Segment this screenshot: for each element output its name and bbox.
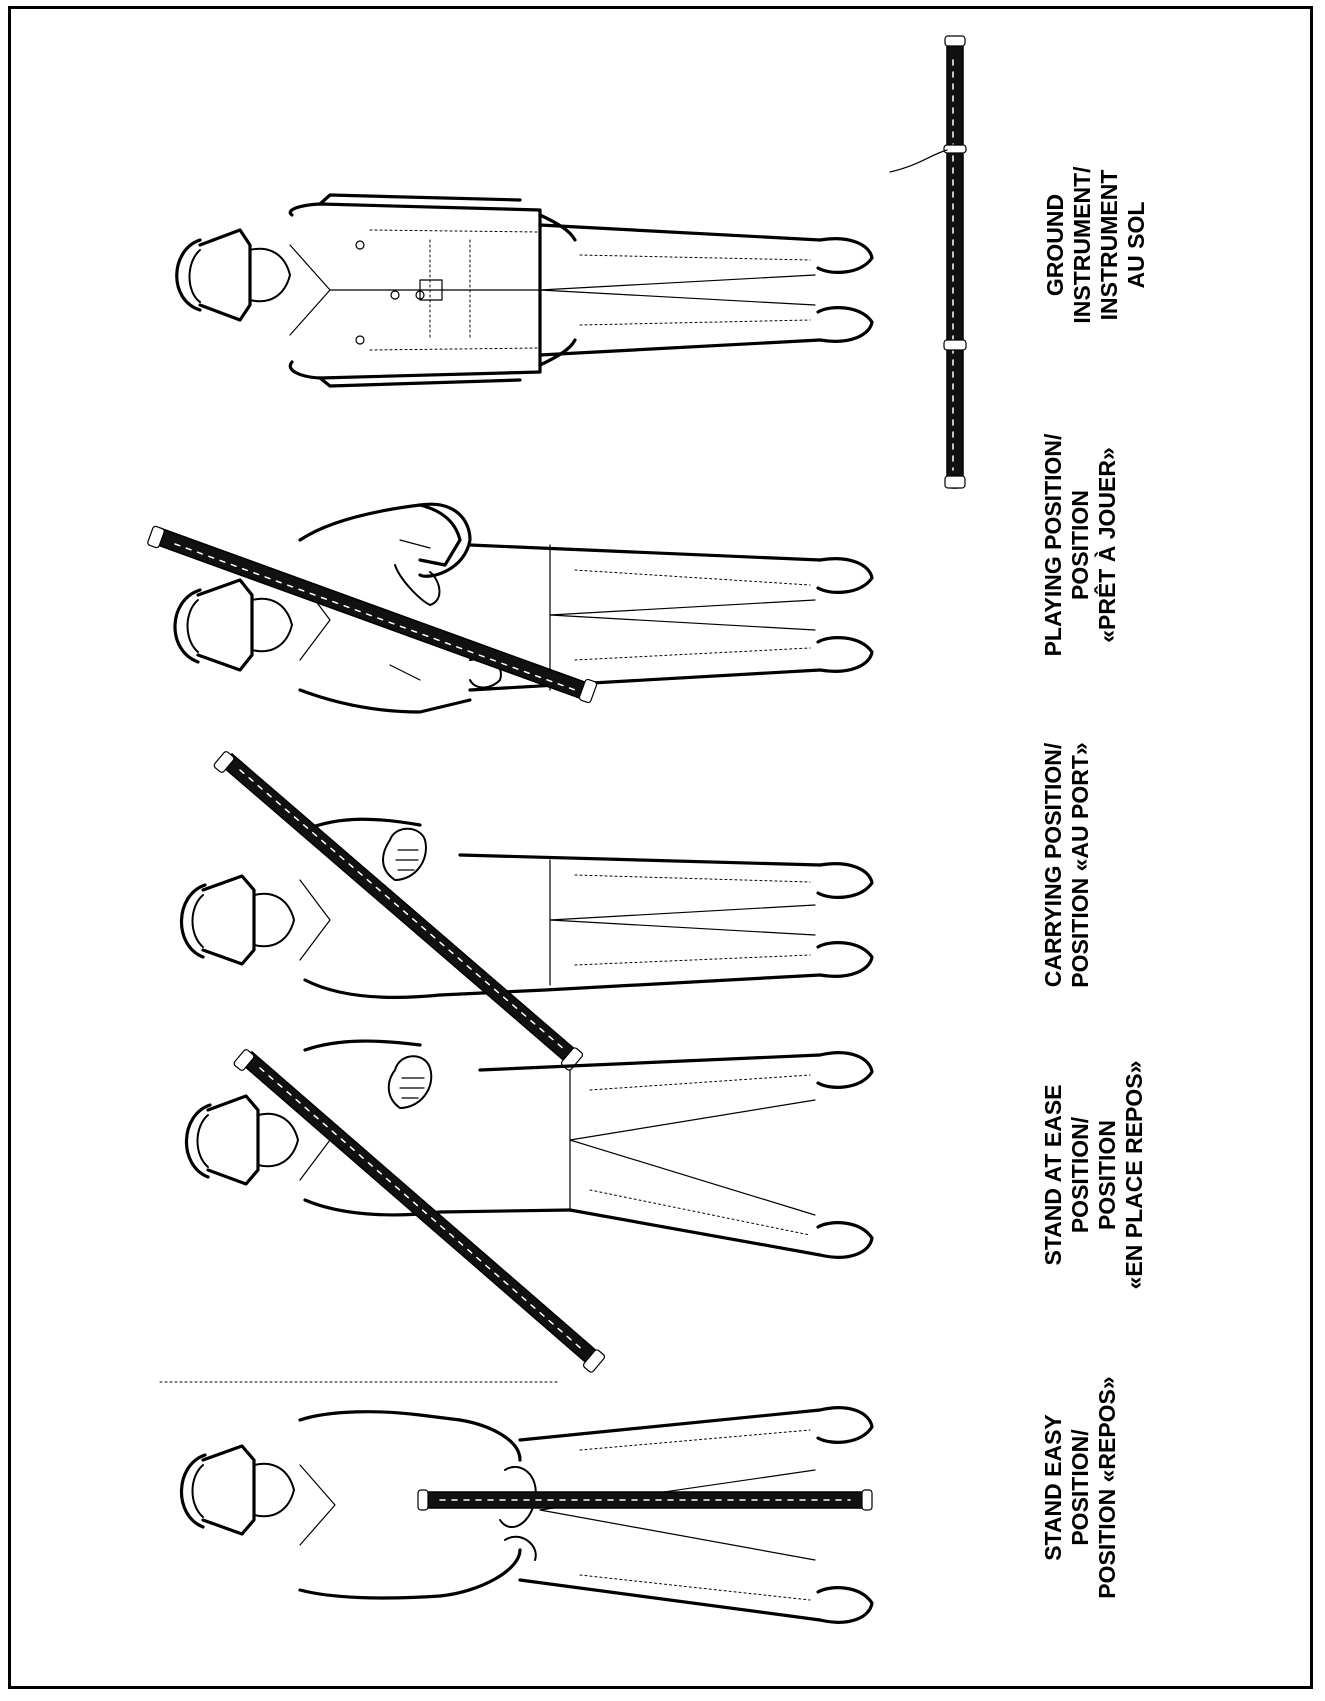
- caption-line: STAND EASY: [1040, 1355, 1067, 1620]
- caption-stand-easy: STAND EASY POSITION/ POSITION «REPOS»: [1040, 1355, 1121, 1620]
- bassoon-stand-easy: [418, 1490, 872, 1510]
- caption-playing-position: PLAYING POSITION/ POSITION «PRÊT À JOUER…: [1040, 400, 1121, 690]
- caption-line: PLAYING POSITION/: [1040, 400, 1067, 690]
- bassoon-ground: [890, 36, 966, 488]
- bassoon-playing: [147, 526, 597, 704]
- caption-line: POSITION: [1094, 1030, 1121, 1320]
- caption-line: POSITION: [1067, 400, 1094, 690]
- caption-line: «PRÊT À JOUER»: [1094, 400, 1121, 690]
- caption-line: CARRYING POSITION/: [1040, 720, 1067, 1010]
- caption-line: POSITION «REPOS»: [1094, 1355, 1121, 1620]
- caption-stand-at-ease: STAND AT EASE POSITION/ POSITION «EN PLA…: [1040, 1030, 1148, 1320]
- figure-carrying-position: [181, 750, 872, 1071]
- figure-stand-easy: [160, 1382, 872, 1622]
- bassoon-carrying: [213, 750, 584, 1071]
- figure-stand-at-ease: [186, 1041, 872, 1373]
- caption-line: POSITION «AU PORT»: [1067, 720, 1094, 1010]
- caption-line: POSITION/: [1067, 1030, 1094, 1320]
- caption-carrying-position: CARRYING POSITION/ POSITION «AU PORT»: [1040, 720, 1094, 1010]
- caption-line: INSTRUMENT/: [1069, 120, 1096, 370]
- caption-line: GROUND: [1042, 120, 1069, 370]
- caption-line: POSITION/: [1067, 1355, 1094, 1620]
- caption-line: STAND AT EASE: [1040, 1030, 1067, 1320]
- caption-line: AU SOL: [1123, 120, 1150, 370]
- caption-line: INSTRUMENT: [1096, 120, 1123, 370]
- figure-ground-instrument: [177, 36, 966, 488]
- caption-ground-instrument: GROUND INSTRUMENT/ INSTRUMENT AU SOL: [1042, 120, 1150, 370]
- caption-line: «EN PLACE REPOS»: [1121, 1030, 1148, 1320]
- figure-playing-position: [147, 504, 872, 712]
